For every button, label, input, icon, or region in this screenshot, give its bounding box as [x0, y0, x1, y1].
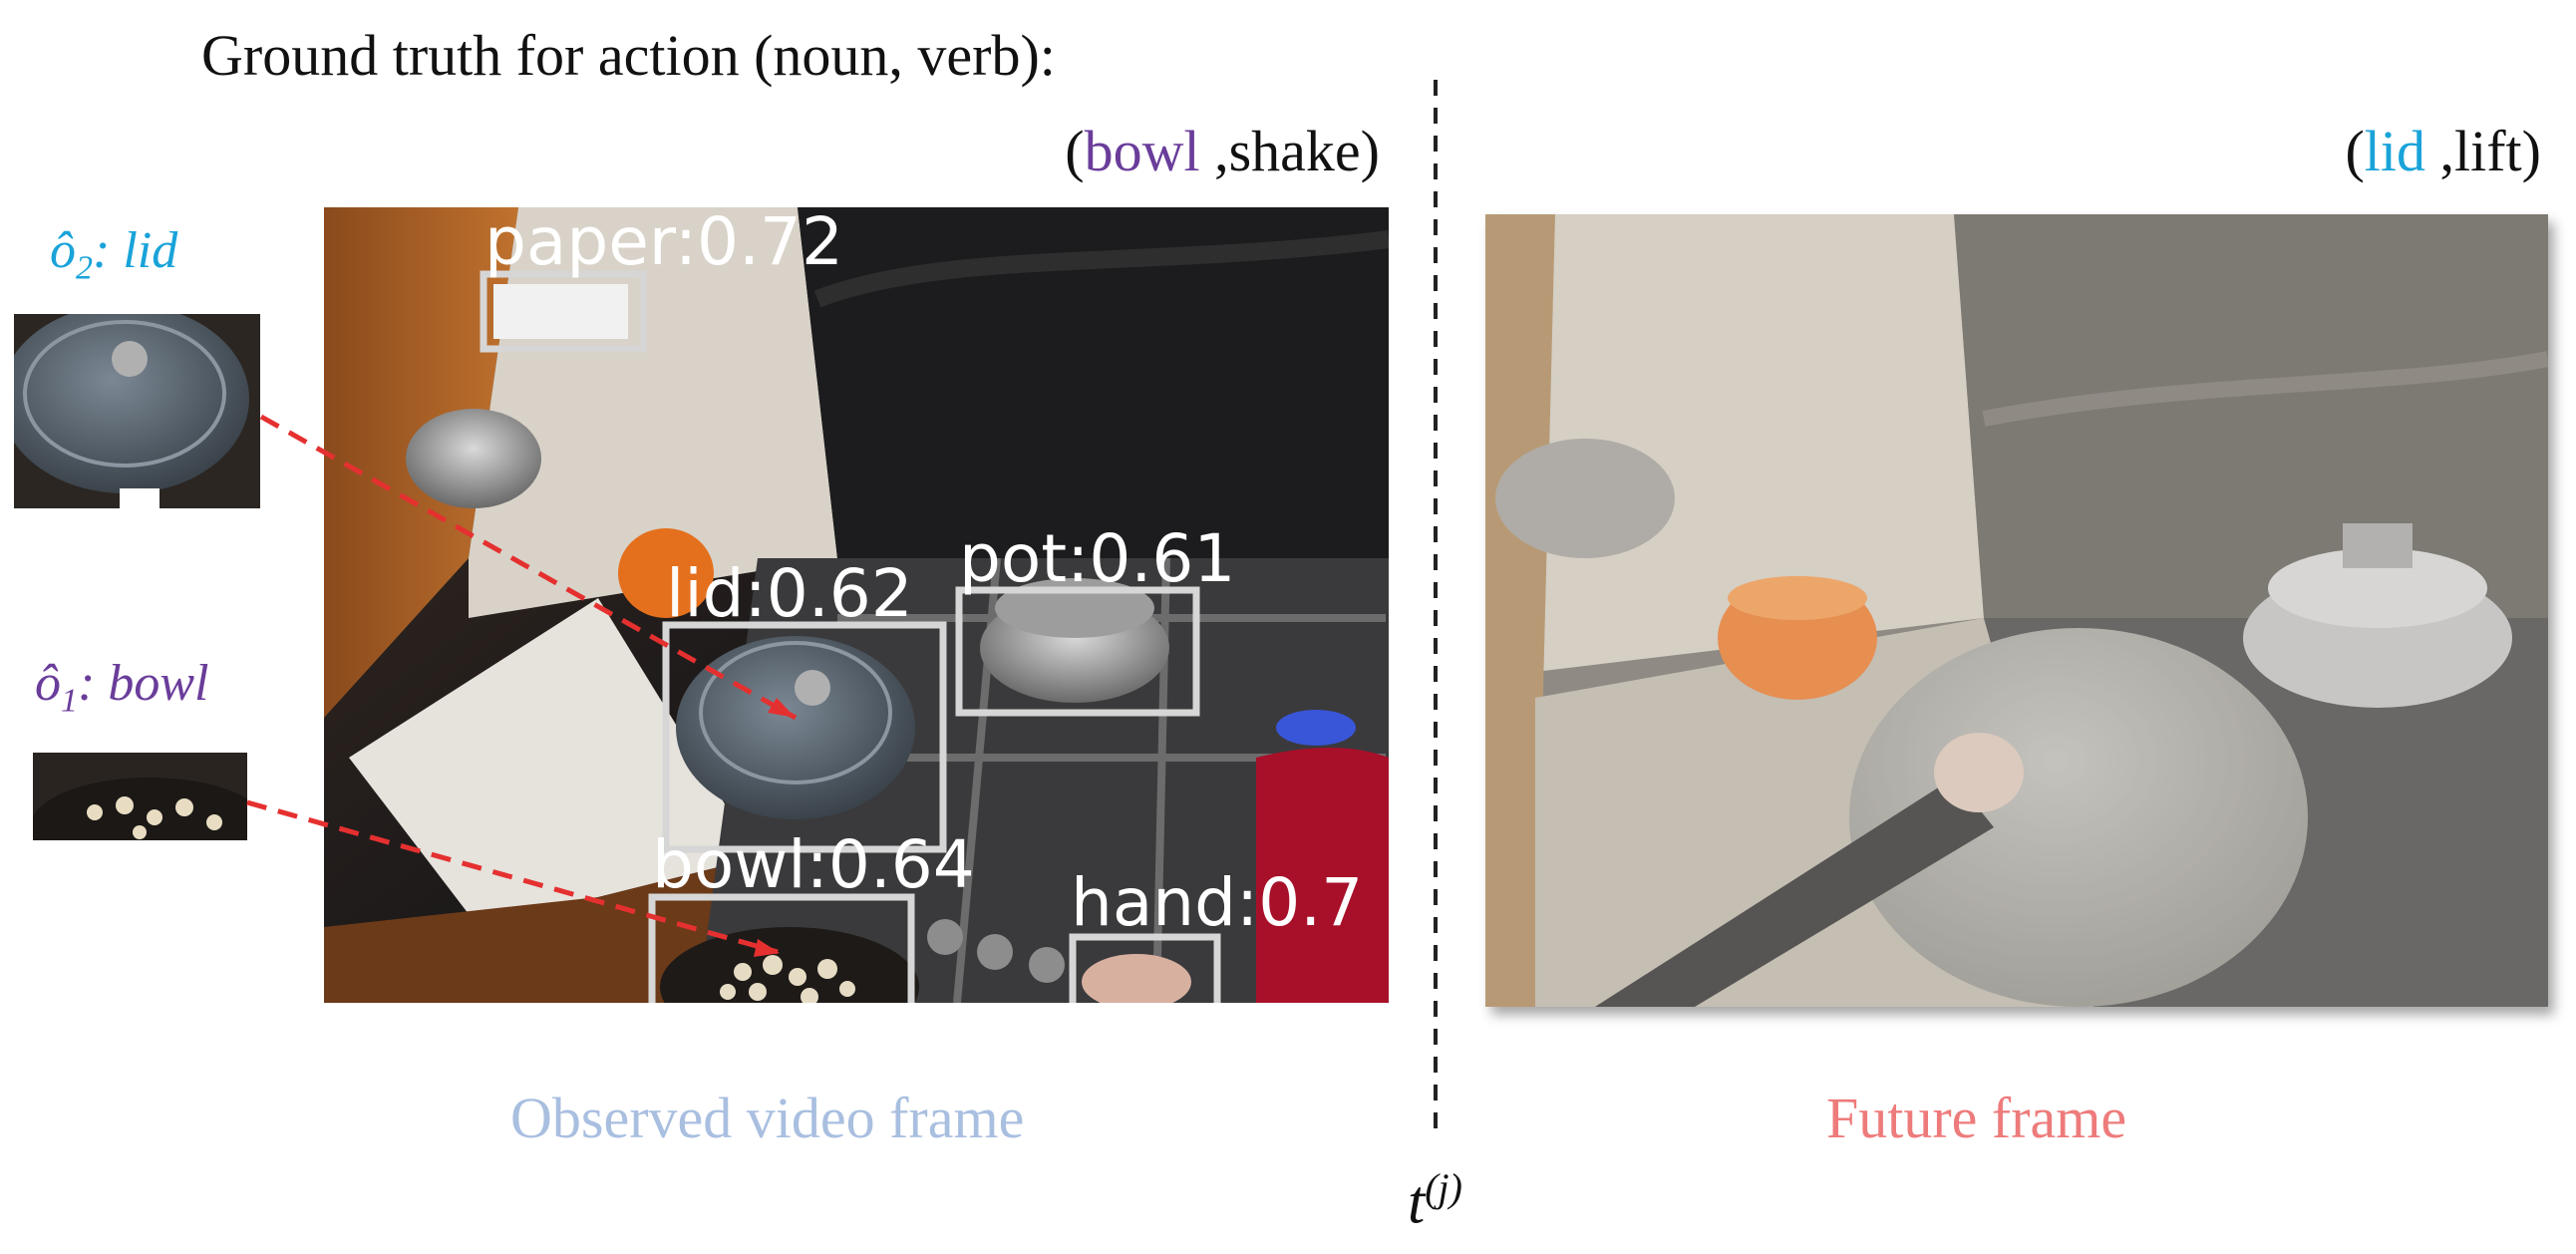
bowl-association-arrow: [246, 799, 779, 955]
observed-action-noun: bowl: [1084, 119, 1200, 183]
object-name: : lid: [93, 222, 178, 279]
object-symbol: ô: [50, 222, 76, 279]
observed-action-label: (bowl ,shake): [1065, 119, 1380, 183]
detection-box-pot: [955, 586, 1200, 717]
detection-box-hand: [1069, 933, 1221, 1003]
future-action-label: (lid ,lift): [2345, 119, 2541, 183]
detection-label-hand: hand:0.7: [1071, 864, 1363, 941]
figure-title: Ground truth for action (noun, verb):: [201, 23, 1056, 88]
observed-action-separator: ,: [1199, 119, 1229, 183]
time-symbol: t: [1408, 1168, 1426, 1237]
object-label-bowl: ô1: bowl: [35, 654, 208, 720]
future-frame: [1485, 214, 2548, 1007]
object-subscript: 1: [61, 682, 78, 720]
bowl-thumbnail: [33, 753, 247, 840]
object-symbol: ô: [35, 655, 61, 712]
detection-box-paper: [480, 270, 647, 353]
association-arrows: [246, 414, 798, 955]
future-action-verb: lift: [2454, 119, 2522, 183]
object-label-lid: ô2: lid: [50, 221, 177, 287]
lid-association-arrow: [259, 414, 798, 721]
lid-arrowhead: [768, 698, 796, 718]
detection-label-lid: lid:0.62: [666, 555, 913, 632]
detection-labels: paper:0.72 lid:0.62 pot:0.61 bowl:0.64 h…: [484, 203, 1363, 941]
object-subscript: 2: [76, 249, 93, 287]
time-index: (j): [1425, 1165, 1462, 1210]
future-action-separator: ,: [2425, 119, 2455, 183]
detection-label-bowl: bowl:0.64: [652, 826, 975, 903]
future-frame-caption: Future frame: [1826, 1086, 2127, 1150]
detection-boxes: [480, 270, 1221, 1003]
observed-frame-caption: Observed video frame: [510, 1086, 1025, 1150]
detection-label-pot: pot:0.61: [959, 520, 1235, 597]
observed-action-verb: shake: [1228, 119, 1361, 183]
bowl-arrowhead: [754, 939, 780, 957]
detection-label-paper: paper:0.72: [484, 203, 843, 280]
future-action-noun: lid: [2364, 119, 2425, 183]
lid-thumbnail: [14, 314, 260, 508]
object-name: : bowl: [78, 655, 209, 712]
observed-frame: paper:0.72 lid:0.62 pot:0.61 bowl:0.64 h…: [324, 203, 1389, 1003]
detection-box-lid: [662, 621, 947, 853]
detection-box-bowl: [648, 893, 915, 1003]
time-label: t(j): [1408, 1164, 1462, 1239]
